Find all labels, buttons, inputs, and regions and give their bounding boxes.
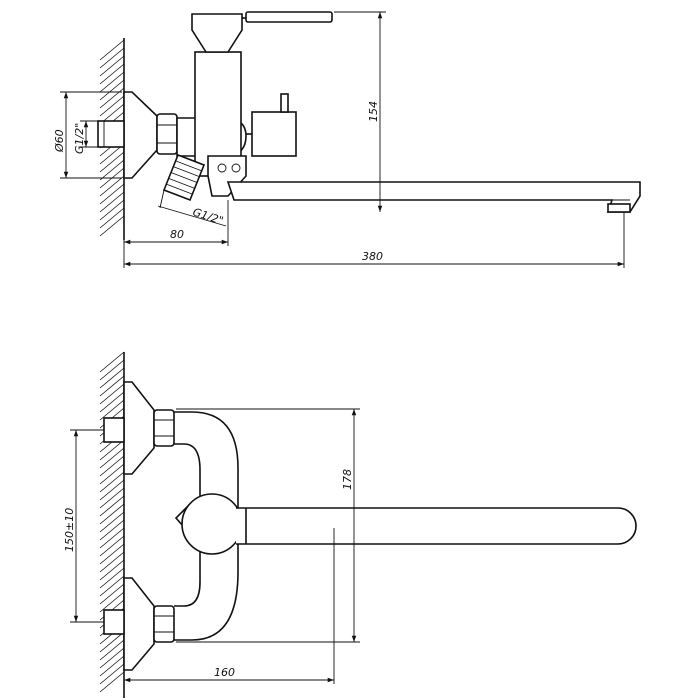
dim-flange-diameter: Ø60 [53, 129, 66, 153]
nut-top-upper [153, 409, 175, 447]
diverter-side [251, 111, 297, 157]
dim-wall-offset-side: 80 [170, 228, 184, 241]
side-view: Ø60 G1/2" G1/2" 80 380 154 [53, 11, 641, 268]
aerator-side [607, 203, 631, 213]
spout-side [226, 181, 641, 213]
dim-wall-offset-top: 160 [214, 666, 235, 679]
dim-total-length: 380 [362, 250, 383, 263]
nut-top-lower [153, 605, 175, 643]
wall-flange-top-upper [123, 381, 155, 475]
wall-top [99, 351, 125, 698]
lever-side [245, 11, 333, 23]
dim-height-top: 178 [341, 469, 354, 490]
dim-center-distance: 150±10 [63, 508, 76, 552]
inlet-stub-side [97, 120, 125, 148]
spout-top [236, 507, 637, 545]
wall-flange-top-lower [123, 577, 155, 671]
dim-outlet-thread: G1/2" [191, 205, 225, 227]
mixer-cap-side [191, 13, 243, 53]
diverter-knob-side [280, 93, 289, 113]
top-view: 178 150±10 160 [63, 351, 637, 698]
wall-flange-side [123, 91, 158, 179]
dim-inlet-thread: G1/2" [73, 123, 86, 154]
outlet-thread-side [162, 153, 206, 202]
mixer-body-top [174, 411, 239, 641]
nut-side [156, 113, 178, 155]
mixer-cartridge-top [181, 493, 243, 555]
dim-height-side: 154 [367, 101, 380, 122]
